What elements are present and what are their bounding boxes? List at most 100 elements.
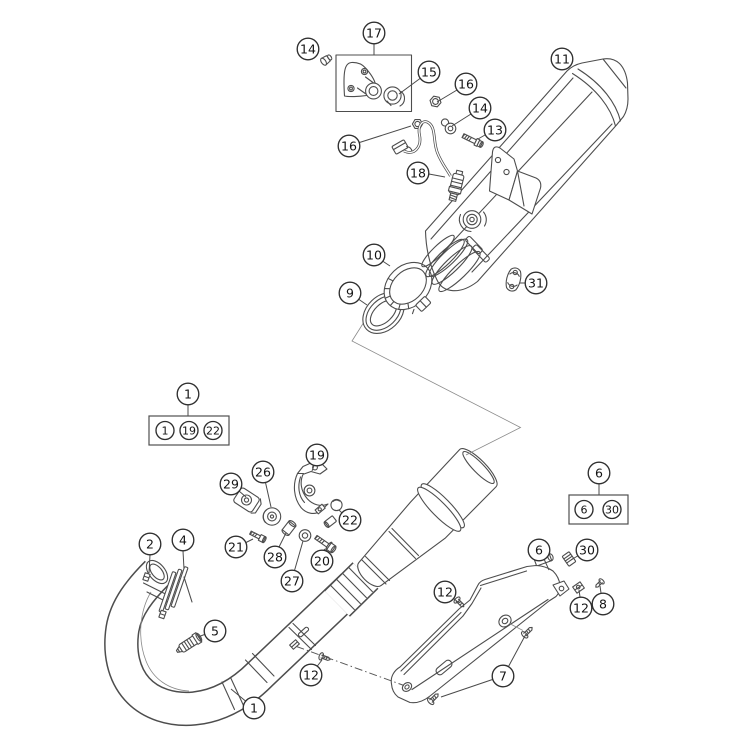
- callout-group-6: 6 6 30: [568, 461, 629, 525]
- callout-circle: [171, 528, 195, 552]
- callout-12[interactable]: 12: [433, 580, 459, 604]
- group-box: [148, 415, 230, 446]
- callout-22[interactable]: 22: [338, 508, 362, 532]
- screw: [595, 578, 605, 588]
- callout-circle: [433, 580, 457, 604]
- leader-line: [311, 465, 315, 472]
- callout-circle: [587, 461, 611, 485]
- callout-circle: [224, 535, 248, 559]
- callout-26[interactable]: 26: [251, 460, 275, 508]
- spacer: [281, 520, 297, 536]
- callout-circle: [483, 118, 507, 142]
- callout-4[interactable]: 4: [171, 528, 195, 570]
- callout-1[interactable]: 1: [155, 420, 175, 441]
- callout-circle: [203, 619, 227, 643]
- callout-number: 21: [228, 540, 244, 555]
- callout-number: 10: [366, 248, 382, 263]
- washer-screw: [440, 118, 457, 135]
- assembly-axis-line: [296, 646, 405, 686]
- callout-circle: [574, 499, 594, 520]
- callout-12[interactable]: 12: [569, 589, 593, 620]
- top-fasteners: [320, 54, 484, 148]
- rubber-damper: [262, 507, 282, 526]
- callout-number: 1: [184, 387, 192, 402]
- callout-27[interactable]: 27: [280, 540, 304, 593]
- callout-11[interactable]: 11: [550, 47, 574, 71]
- callout-13[interactable]: 13: [477, 118, 507, 142]
- ball: [330, 498, 343, 512]
- callout-18[interactable]: 18: [406, 161, 446, 185]
- callout-17[interactable]: 17: [362, 21, 386, 55]
- leader-line: [359, 125, 412, 143]
- mid-pipe: [288, 448, 498, 651]
- callout-circle: [406, 161, 430, 185]
- callout-30[interactable]: 30: [602, 499, 622, 520]
- screw-plug: [175, 632, 203, 653]
- callout-19[interactable]: 19: [305, 443, 329, 472]
- callout-number: 29: [223, 477, 239, 492]
- callout-number: 12: [437, 585, 453, 600]
- callout-1[interactable]: 1: [176, 382, 200, 406]
- callout-number: 9: [346, 286, 354, 301]
- callout-circle: [602, 499, 622, 520]
- callout-number: 30: [605, 503, 619, 516]
- leader-line: [440, 679, 493, 698]
- callout-circle: [242, 696, 266, 720]
- callout-29[interactable]: 29: [219, 472, 247, 498]
- callout-28[interactable]: 28: [263, 532, 287, 569]
- callout-10[interactable]: 10: [362, 243, 391, 267]
- callout-31[interactable]: 31: [520, 271, 548, 295]
- callout-12[interactable]: 12: [299, 659, 323, 687]
- callout-14[interactable]: 14: [296, 37, 320, 61]
- leader-line: [436, 89, 458, 103]
- link: [505, 267, 522, 292]
- callout-circle: [296, 37, 320, 61]
- callout-16[interactable]: 16: [436, 72, 478, 103]
- clip: [142, 572, 151, 582]
- callout-30[interactable]: 30: [570, 538, 599, 562]
- callout-6[interactable]: 6: [527, 538, 551, 571]
- callout-6[interactable]: 6: [574, 499, 594, 520]
- screw: [453, 596, 465, 608]
- callout-circle: [280, 569, 304, 593]
- callout-7[interactable]: 7: [440, 633, 527, 698]
- callout-19[interactable]: 19: [179, 420, 199, 441]
- callout-number: 5: [211, 624, 219, 639]
- callout-circle: [524, 271, 548, 295]
- callout-number: 8: [599, 597, 607, 612]
- callout-number: 16: [458, 77, 474, 92]
- callout-circle: [337, 134, 361, 158]
- callout-8[interactable]: 8: [591, 585, 615, 616]
- callout-number: 20: [314, 554, 330, 569]
- callout-5[interactable]: 5: [197, 619, 227, 643]
- callout-circle: [138, 532, 162, 556]
- callout-20[interactable]: 20: [310, 548, 334, 573]
- screw: [520, 626, 533, 639]
- callout-21[interactable]: 21: [224, 535, 254, 559]
- silencer-bracket: [488, 146, 542, 215]
- flange-ring: [417, 483, 465, 532]
- leader-line: [543, 558, 550, 571]
- clamp: [383, 261, 433, 315]
- leader-line: [570, 555, 578, 561]
- callout-22[interactable]: 22: [203, 420, 223, 441]
- clip: [158, 609, 167, 620]
- callout-2[interactable]: 2: [138, 532, 162, 574]
- spring-clip: [561, 551, 577, 567]
- callout-9[interactable]: 9: [338, 281, 368, 306]
- callout-number: 6: [581, 503, 588, 516]
- callout-15[interactable]: 15: [398, 60, 441, 95]
- callout-6[interactable]: 6: [587, 461, 611, 485]
- callout-number: 17: [366, 26, 382, 41]
- callout-1[interactable]: 1: [230, 688, 266, 720]
- callout-16[interactable]: 16: [337, 125, 412, 158]
- callout-number: 12: [303, 668, 319, 683]
- sensor-body: [447, 169, 465, 202]
- callout-number: 4: [179, 533, 187, 548]
- callout-number: 16: [341, 139, 357, 154]
- callout-circle: [527, 538, 551, 562]
- callout-number: 28: [267, 550, 283, 565]
- callout-14[interactable]: 14: [451, 96, 492, 127]
